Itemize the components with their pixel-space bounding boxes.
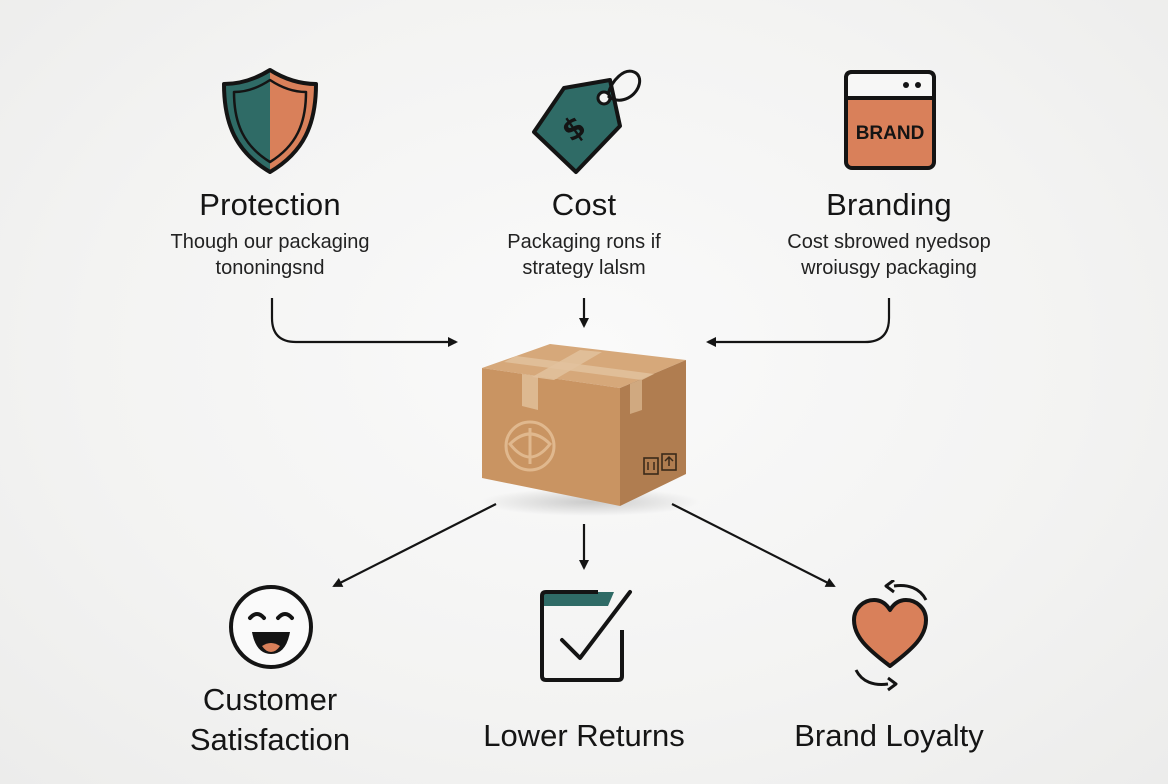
branding-title: Branding [826, 187, 952, 222]
lower-returns-title: Lower Returns [483, 718, 685, 753]
arrow-branding-to-box [706, 298, 891, 347]
protection-title: Protection [199, 187, 341, 222]
shield-icon [222, 68, 318, 174]
branding-desc-line2: wroiusgy packaging [801, 257, 977, 279]
brand-icon-text: BRAND [856, 123, 925, 144]
customer-satisfaction-title-line1: Customer [202, 682, 338, 717]
protection-desc-line1: Though our packaging [170, 231, 370, 253]
smiley-face-icon [229, 585, 313, 669]
cardboard-box-icon [480, 344, 700, 516]
protection-desc-line2: tononingsnd [215, 257, 325, 279]
branding-desc-line1: Cost sbrowed nyedsop [787, 231, 991, 253]
customer-satisfaction-title-line2: Satisfaction [189, 722, 351, 757]
checkmark-box-icon [540, 590, 632, 682]
arrow-protection-to-box [270, 298, 458, 347]
price-tag-icon: $ [532, 69, 642, 174]
cost-desc-line1: Packaging rons if [507, 231, 661, 253]
arrow-box-to-loyalty [671, 503, 836, 587]
cost-desc-line2: strategy lalsm [522, 257, 646, 279]
brand-window-icon: BRAND [844, 70, 936, 170]
heart-cycle-icon [852, 580, 928, 692]
brand-loyalty-title: Brand Loyalty [794, 718, 984, 753]
cost-title: Cost [551, 187, 617, 222]
arrow-box-to-satisfaction [332, 503, 497, 587]
